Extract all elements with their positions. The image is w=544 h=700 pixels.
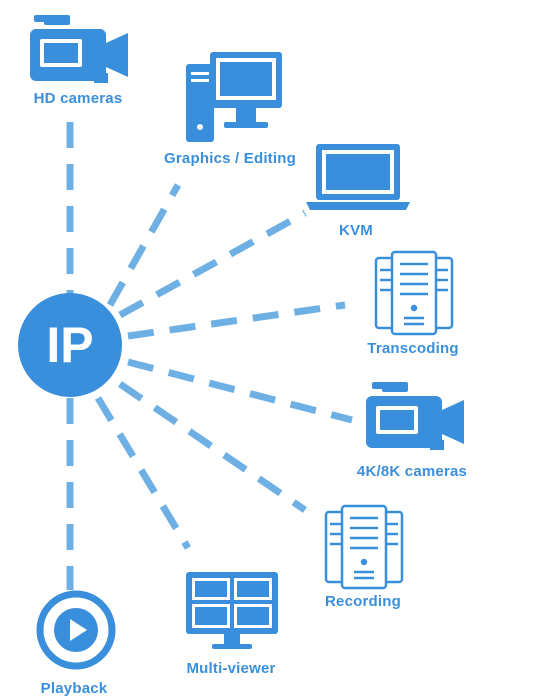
laptop-icon [306, 144, 410, 210]
label-graphics-editing: Graphics / Editing [164, 150, 296, 167]
ip-hub-label: IP [46, 317, 93, 373]
server-rack-icon [374, 250, 454, 336]
server-rack-icon [324, 504, 404, 590]
label-playback: Playback [40, 680, 108, 697]
ip-hub: IP [18, 293, 122, 397]
connector-recording [118, 381, 307, 513]
video-camera-icon [366, 382, 464, 450]
connector-4k8k-cameras [127, 358, 353, 424]
connector-transcoding [127, 301, 346, 340]
multi-screen-monitor-icon [186, 572, 278, 649]
label-hd-cameras: HD cameras [33, 90, 123, 107]
desktop-computer-icon [186, 52, 282, 142]
video-camera-icon [30, 15, 128, 83]
connector-graphics-editing [106, 183, 182, 307]
label-multi-viewer: Multi-viewer [186, 660, 276, 677]
play-button-icon [36, 590, 116, 670]
label-recording: Recording [325, 593, 401, 610]
label-transcoding: Transcoding [367, 340, 459, 357]
label-kvm: KVM [339, 222, 373, 239]
label-4k8k-cameras: 4K/8K cameras [356, 463, 468, 480]
connector-kvm [118, 209, 307, 319]
connector-multi-viewer [94, 396, 192, 550]
